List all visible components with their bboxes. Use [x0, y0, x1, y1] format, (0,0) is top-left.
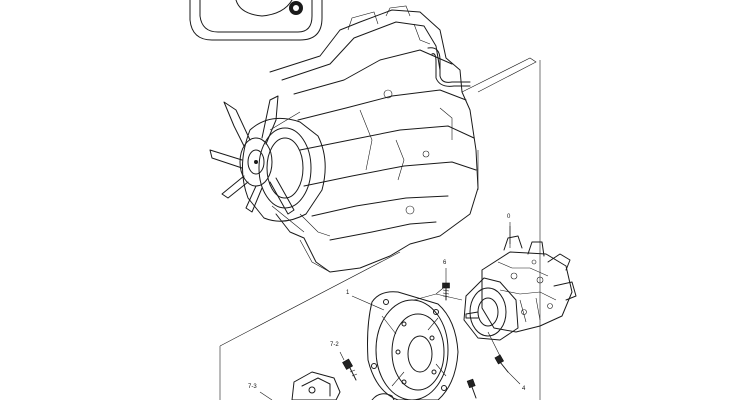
bolt-4 — [494, 354, 521, 385]
callout-1: 1 — [346, 290, 350, 296]
callout-7-3: 7-3 — [248, 384, 257, 390]
callout-6: 6 — [443, 260, 447, 266]
engine-cover — [189, 0, 323, 41]
hydraulic-pump — [463, 226, 577, 341]
cooling-fan — [209, 95, 331, 237]
bolt-6 — [442, 268, 450, 301]
callout-0: 0 — [507, 214, 511, 220]
frame-lines — [219, 60, 541, 400]
callout-7-2: 7-2 — [330, 342, 339, 348]
engine-block — [269, 5, 537, 273]
bolt-7-2 — [339, 351, 358, 381]
flywheel-coupling — [367, 291, 459, 400]
bolt-lower — [466, 378, 477, 399]
leader-lines — [259, 222, 511, 400]
bracket-7-3 — [291, 371, 395, 400]
callout-4: 4 — [522, 386, 526, 392]
